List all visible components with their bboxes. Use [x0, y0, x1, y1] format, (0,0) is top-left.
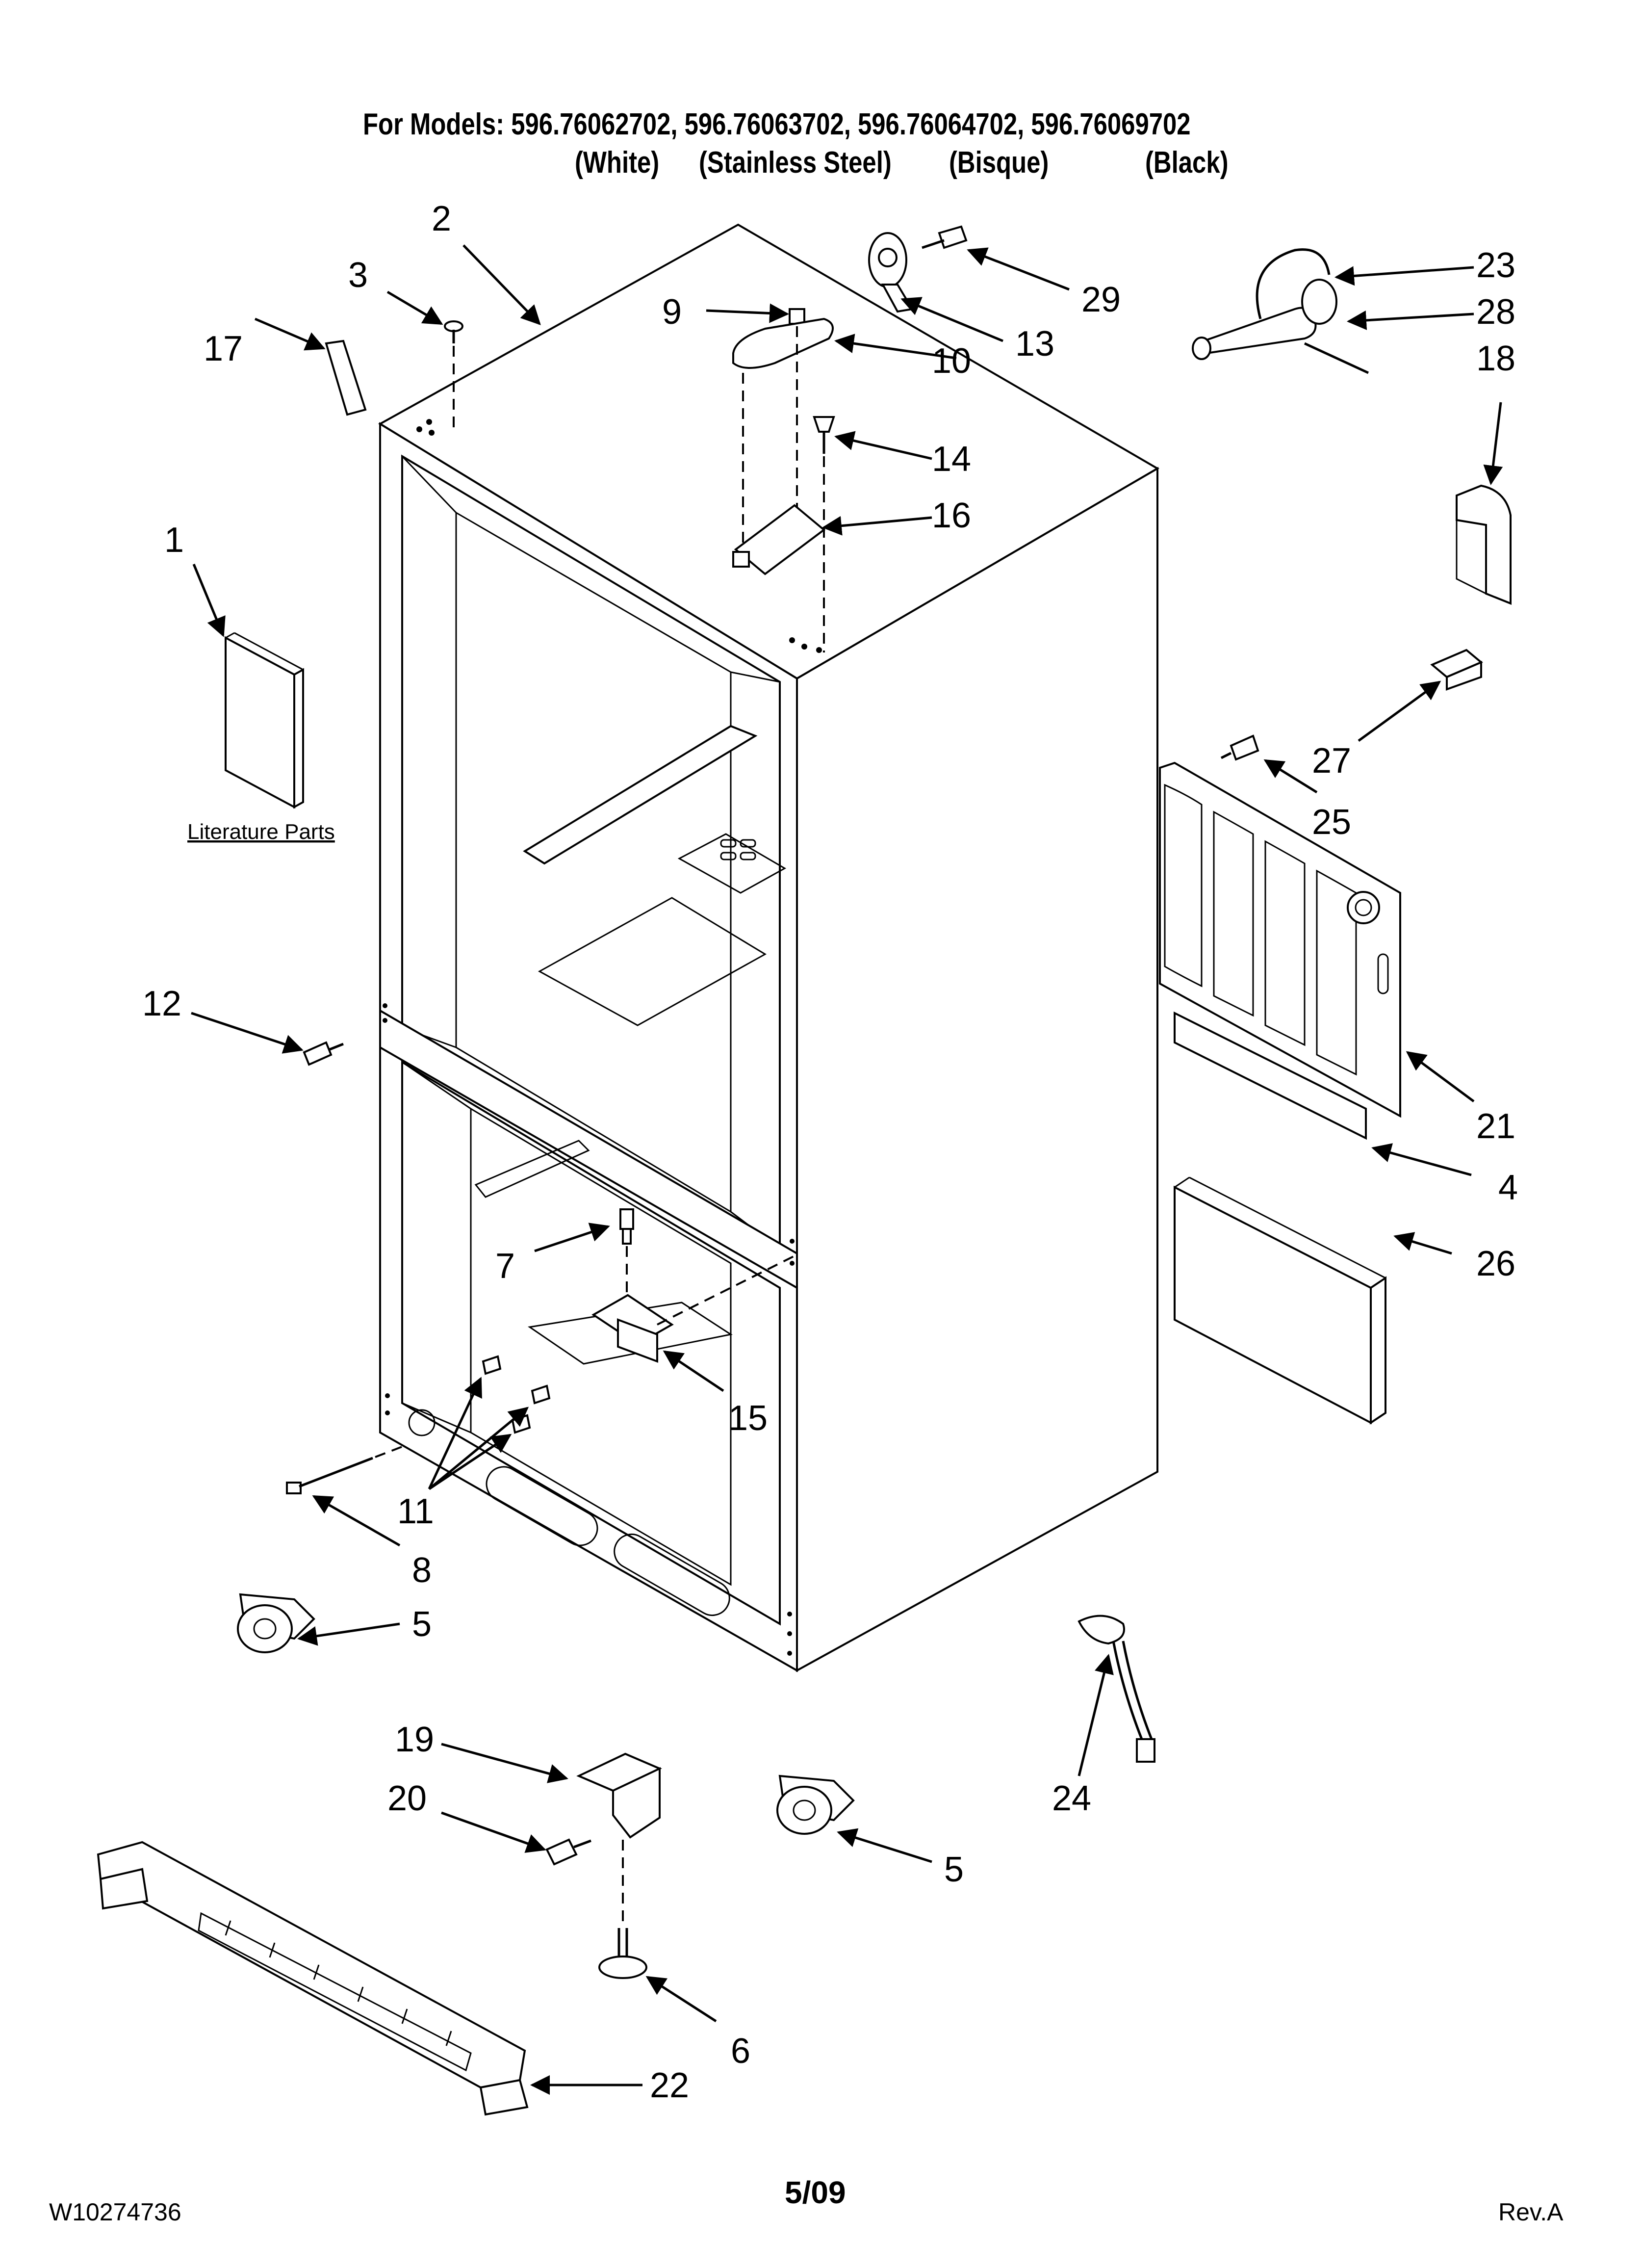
leader-arrows [191, 244, 1503, 2095]
callout-21: 21 [1476, 1107, 1515, 1146]
leveling-bolt [286, 1444, 408, 1494]
callout-3: 3 [348, 256, 368, 295]
finish-stainless: (Stainless Steel) [699, 146, 892, 180]
insulation-panel [1174, 1176, 1386, 1425]
callout-6: 6 [731, 2032, 750, 2071]
finish-bisque: (Bisque) [949, 146, 1049, 180]
callout-7: 7 [495, 1247, 515, 1286]
rear-roller [776, 1774, 855, 1835]
callout-14: 14 [932, 440, 971, 479]
callout-4: 4 [1498, 1168, 1518, 1207]
callout-29: 29 [1081, 280, 1121, 319]
callout-9: 9 [662, 292, 682, 332]
callout-22: 22 [650, 2066, 689, 2105]
callout-8: 8 [412, 1551, 432, 1590]
leveling-bracket [576, 1752, 662, 1923]
revision: Rev.A [1498, 2198, 1564, 2226]
lower-pin [619, 1208, 634, 1295]
trim-clip [1456, 484, 1512, 605]
rear-grille-panel [1159, 761, 1401, 1118]
callout-20: 20 [387, 1779, 427, 1818]
front-roller [237, 1593, 315, 1653]
lower-hinge-bracket [591, 1255, 795, 1363]
water-tube [1192, 248, 1369, 374]
callout-24: 24 [1052, 1779, 1091, 1818]
finish-black: (Black) [1145, 146, 1229, 180]
models-line: For Models: 596.76062702, 596.76063702, … [363, 107, 1191, 141]
callout-23: 23 [1476, 246, 1515, 285]
top-hinge-group [732, 308, 835, 652]
base-grille [97, 1841, 529, 2116]
screw-3 [444, 320, 463, 432]
callout-28: 28 [1476, 292, 1515, 332]
callout-10: 10 [932, 341, 971, 381]
callout-11: 11 [397, 1492, 434, 1531]
refrigerator-cabinet [378, 223, 1159, 1672]
leveler-foot [598, 1928, 647, 1979]
callout-numbers: 1 2 3 17 9 10 14 16 13 29 23 28 18 27 25… [142, 199, 1518, 2105]
literature-parts-booklet [225, 632, 304, 809]
wire-harness [1078, 1615, 1155, 1763]
date-code: 5/09 [785, 2175, 846, 2210]
doc-number: W10274736 [49, 2198, 181, 2226]
callout-19: 19 [395, 1720, 434, 1759]
callout-25: 25 [1312, 803, 1351, 842]
callout-27: 27 [1312, 741, 1351, 781]
callout-5-rear: 5 [944, 1850, 964, 1889]
grille-screw [1220, 734, 1259, 761]
hinge-screw-29 [922, 225, 968, 249]
callout-2: 2 [432, 199, 451, 238]
finish-white: (White) [575, 146, 660, 180]
callout-13: 13 [1015, 324, 1054, 364]
tape-part [325, 339, 367, 416]
literature-parts-label: Literature Parts [187, 820, 335, 844]
gasket-strip [1174, 1011, 1367, 1140]
side-screw [303, 1041, 344, 1066]
callout-15: 15 [728, 1399, 768, 1438]
callout-5-front: 5 [412, 1605, 432, 1644]
callout-16: 16 [932, 496, 971, 535]
small-clip [1430, 649, 1483, 691]
callout-18: 18 [1476, 339, 1515, 378]
callout-1: 1 [164, 521, 184, 560]
bracket-screw [545, 1838, 591, 1866]
callout-26: 26 [1476, 1244, 1515, 1283]
callout-17: 17 [204, 329, 243, 368]
callout-12: 12 [142, 984, 181, 1023]
